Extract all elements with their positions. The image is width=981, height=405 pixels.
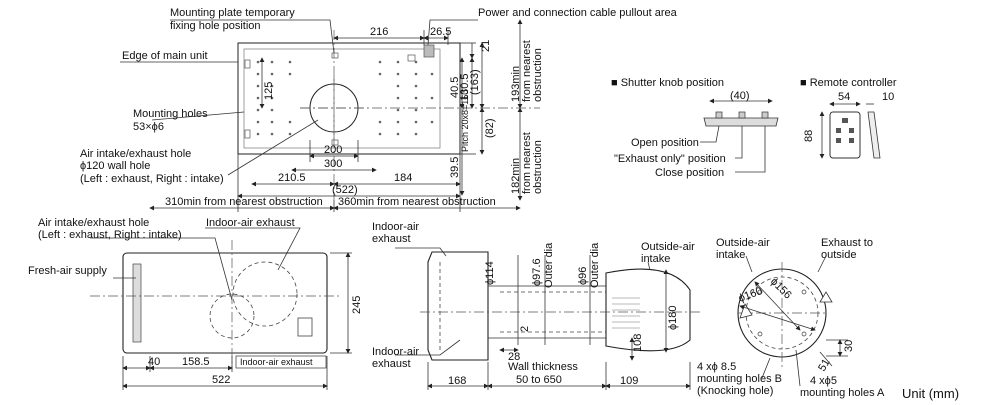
mounting-plate-label: Mounting plate temporary (170, 7, 295, 19)
dim-114: ϕ114 (484, 261, 496, 285)
dim-109: 109 (620, 375, 638, 387)
holes-a-1: 4 xϕ5 (810, 375, 837, 387)
front-wall-hole (209, 293, 255, 339)
dim-10: 10 (882, 91, 894, 103)
cable-pullout-area (423, 44, 435, 58)
holes-a-2: mounting holes A (800, 387, 885, 399)
front-unit-body (122, 252, 328, 354)
dim-97-6: ϕ97.6 (531, 258, 543, 286)
obstruction-left-label: 310min from nearest obstruction (165, 196, 323, 208)
dim-88: 88 (803, 130, 815, 142)
front-air-hole-label: Air intake/exhaust hole (38, 217, 149, 229)
power-cable-label: Power and connection cable pullout area (478, 7, 678, 19)
remote-controller-view: ■ Remote controller 54 10 88 (800, 77, 897, 159)
side-indoor-exhaust-bot-2: exhaust (372, 358, 411, 370)
wall-thickness-value: 50 to 650 (516, 374, 562, 386)
bot-obstruction-3: obstruction (532, 140, 544, 194)
top-obstruction-2: from nearest (521, 40, 533, 102)
side-outside-intake-2: intake (641, 253, 670, 265)
dim-pitch: Pitch 20x8=160 (460, 90, 470, 152)
side-indoor-exhaust-top-1: Indoor-air (372, 221, 419, 233)
left-right-label: (Left : exhaust, Right : intake) (80, 173, 224, 185)
dim-158-5: 158.5 (182, 356, 210, 368)
mounting-plate-label-2: fixing hole position (170, 20, 261, 32)
dim-180: ϕ180 (667, 305, 679, 330)
dim-300: 300 (324, 158, 342, 170)
outer-dia-1: Outer dia (543, 242, 555, 288)
wall-plan-view: Mounting plate temporary fixing hole pos… (80, 7, 678, 212)
dim-96: ϕ96 (577, 267, 589, 285)
dim-28: 28 (508, 351, 520, 363)
close-position-label: Close position (655, 167, 724, 179)
mounting-hole-grid (256, 60, 434, 136)
dim-216: 216 (370, 26, 388, 38)
bot-obstruction-2: from nearest (521, 132, 533, 194)
dim-108: 108 (632, 334, 644, 352)
side-indoor-exhaust-top-2: exhaust (372, 233, 411, 245)
front-view: 245 40 158.5 Indoor-air exhaust 522 Air … (28, 217, 363, 390)
dim-54: 54 (838, 91, 850, 103)
holes-b-1: 4 xϕ 8.5 (697, 361, 736, 373)
front-indoor-exhaust-label: Indoor-air exhaust (206, 217, 295, 229)
exhaust-only-label: "Exhaust only" position (614, 153, 726, 165)
indoor-exhaust-box-label: Indoor-air exhaust (240, 357, 313, 367)
remote-title: ■ Remote controller (800, 77, 897, 89)
mounting-plate-outline (243, 48, 441, 149)
dim-125: 125 (263, 82, 275, 100)
top-obstruction-1: 193min (510, 66, 522, 102)
mounting-holes-spec: 53×ϕ6 (133, 121, 164, 133)
edge-main-unit-label: Edge of main unit (122, 50, 208, 62)
dim-21: 21 (480, 40, 492, 52)
dim-40: 40 (148, 356, 160, 368)
air-hole-label: Air intake/exhaust hole (80, 148, 191, 160)
dim-26-5: 26.5 (430, 26, 451, 38)
side-outside-intake-1: Outside-air (641, 241, 695, 253)
holes-b-2: mounting holes B (697, 373, 782, 385)
dim-51: 51 (816, 357, 833, 374)
hood-outside-intake-1: Outside-air (716, 237, 770, 249)
top-obstruction-3: obstruction (532, 48, 544, 102)
remote-body (829, 111, 861, 159)
outer-dia-2: Outer dia (589, 242, 601, 288)
holes-b-3: (Knocking hole) (697, 385, 773, 397)
dim-40-5: 40.5 (449, 77, 461, 98)
dim-82: (82) (484, 118, 496, 138)
wall-hole-label: ϕ120 wall hole (80, 160, 150, 172)
dim-522-paren: (522) (332, 184, 358, 196)
hood-exhaust-1: Exhaust to (821, 237, 873, 249)
dim-210-5: 210.5 (278, 172, 306, 184)
hood-view: ϕ156 ϕ160 30 51 Outside-air intake Exhau… (697, 237, 885, 399)
dim-245: 245 (351, 296, 363, 314)
hood-outside-intake-2: intake (716, 249, 745, 261)
dim-2: 2 (519, 326, 531, 332)
side-indoor-exhaust-bot-1: Indoor-air (372, 346, 419, 358)
wall-thickness-label: Wall thickness (508, 361, 578, 373)
dim-40-knob: (40) (730, 90, 750, 102)
side-view: ϕ114 ϕ97.6 Outer dia ϕ96 Outer dia 2 28 … (372, 221, 700, 390)
hood-exhaust-2: outside (821, 249, 856, 261)
front-left-right-label: (Left : exhaust, Right : intake) (38, 229, 182, 241)
unit-label: Unit (mm) (902, 386, 959, 401)
open-position-label: Open position (631, 137, 699, 149)
bot-obstruction-1: 182min (510, 158, 522, 194)
mounting-holes-label: Mounting holes (133, 108, 208, 120)
dim-163: (163) (469, 69, 481, 95)
dim-168: 168 (448, 375, 466, 387)
fresh-air-supply-label: Fresh-air supply (28, 265, 107, 277)
dim-39-5: 39.5 (449, 157, 461, 178)
dim-200: 200 (324, 144, 342, 156)
shutter-knob-view: ■ Shutter knob position (40) Open positi… (611, 77, 779, 179)
dim-522: 522 (212, 374, 230, 386)
dim-184: 184 (394, 172, 412, 184)
obstruction-right-label: 360min from nearest obstruction (338, 196, 496, 208)
dim-30: 30 (843, 340, 855, 352)
shutter-knob-title: ■ Shutter knob position (611, 77, 724, 89)
dim-130-5: 130.5 (459, 73, 471, 101)
